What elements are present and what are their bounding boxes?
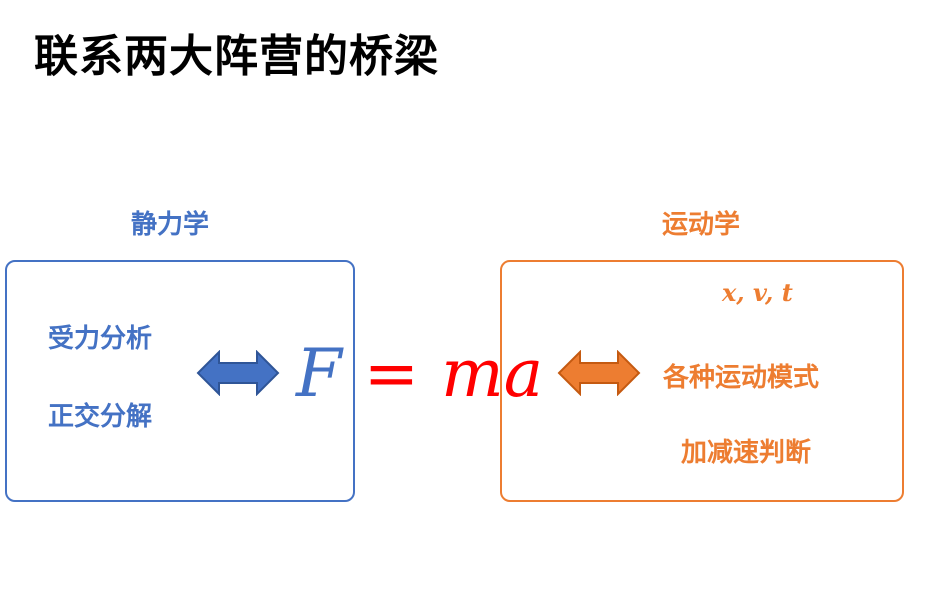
kinematics-variables: x, v, t <box>722 278 793 307</box>
kinematics-item-motion-modes: 各种运动模式 <box>663 363 820 393</box>
formula-mass-acceleration: ma <box>441 335 544 412</box>
double-headed-arrow-icon <box>196 350 280 396</box>
statics-label: 静力学 <box>131 210 210 240</box>
newton-second-law-formula: F = ma <box>296 335 543 412</box>
formula-equals: = <box>363 335 420 412</box>
kinematics-box <box>500 260 904 502</box>
slide-title: 联系两大阵营的桥梁 <box>34 31 439 82</box>
statics-item-force-analysis: 受力分析 <box>48 324 153 354</box>
statics-item-orthogonal-decomposition: 正交分解 <box>48 402 153 432</box>
kinematics-item-acceleration-judgment: 加减速判断 <box>681 438 812 468</box>
formula-force: F <box>296 335 342 412</box>
kinematics-label: 运动学 <box>662 210 741 240</box>
statics-box <box>5 260 355 502</box>
double-headed-arrow-icon <box>557 350 641 396</box>
